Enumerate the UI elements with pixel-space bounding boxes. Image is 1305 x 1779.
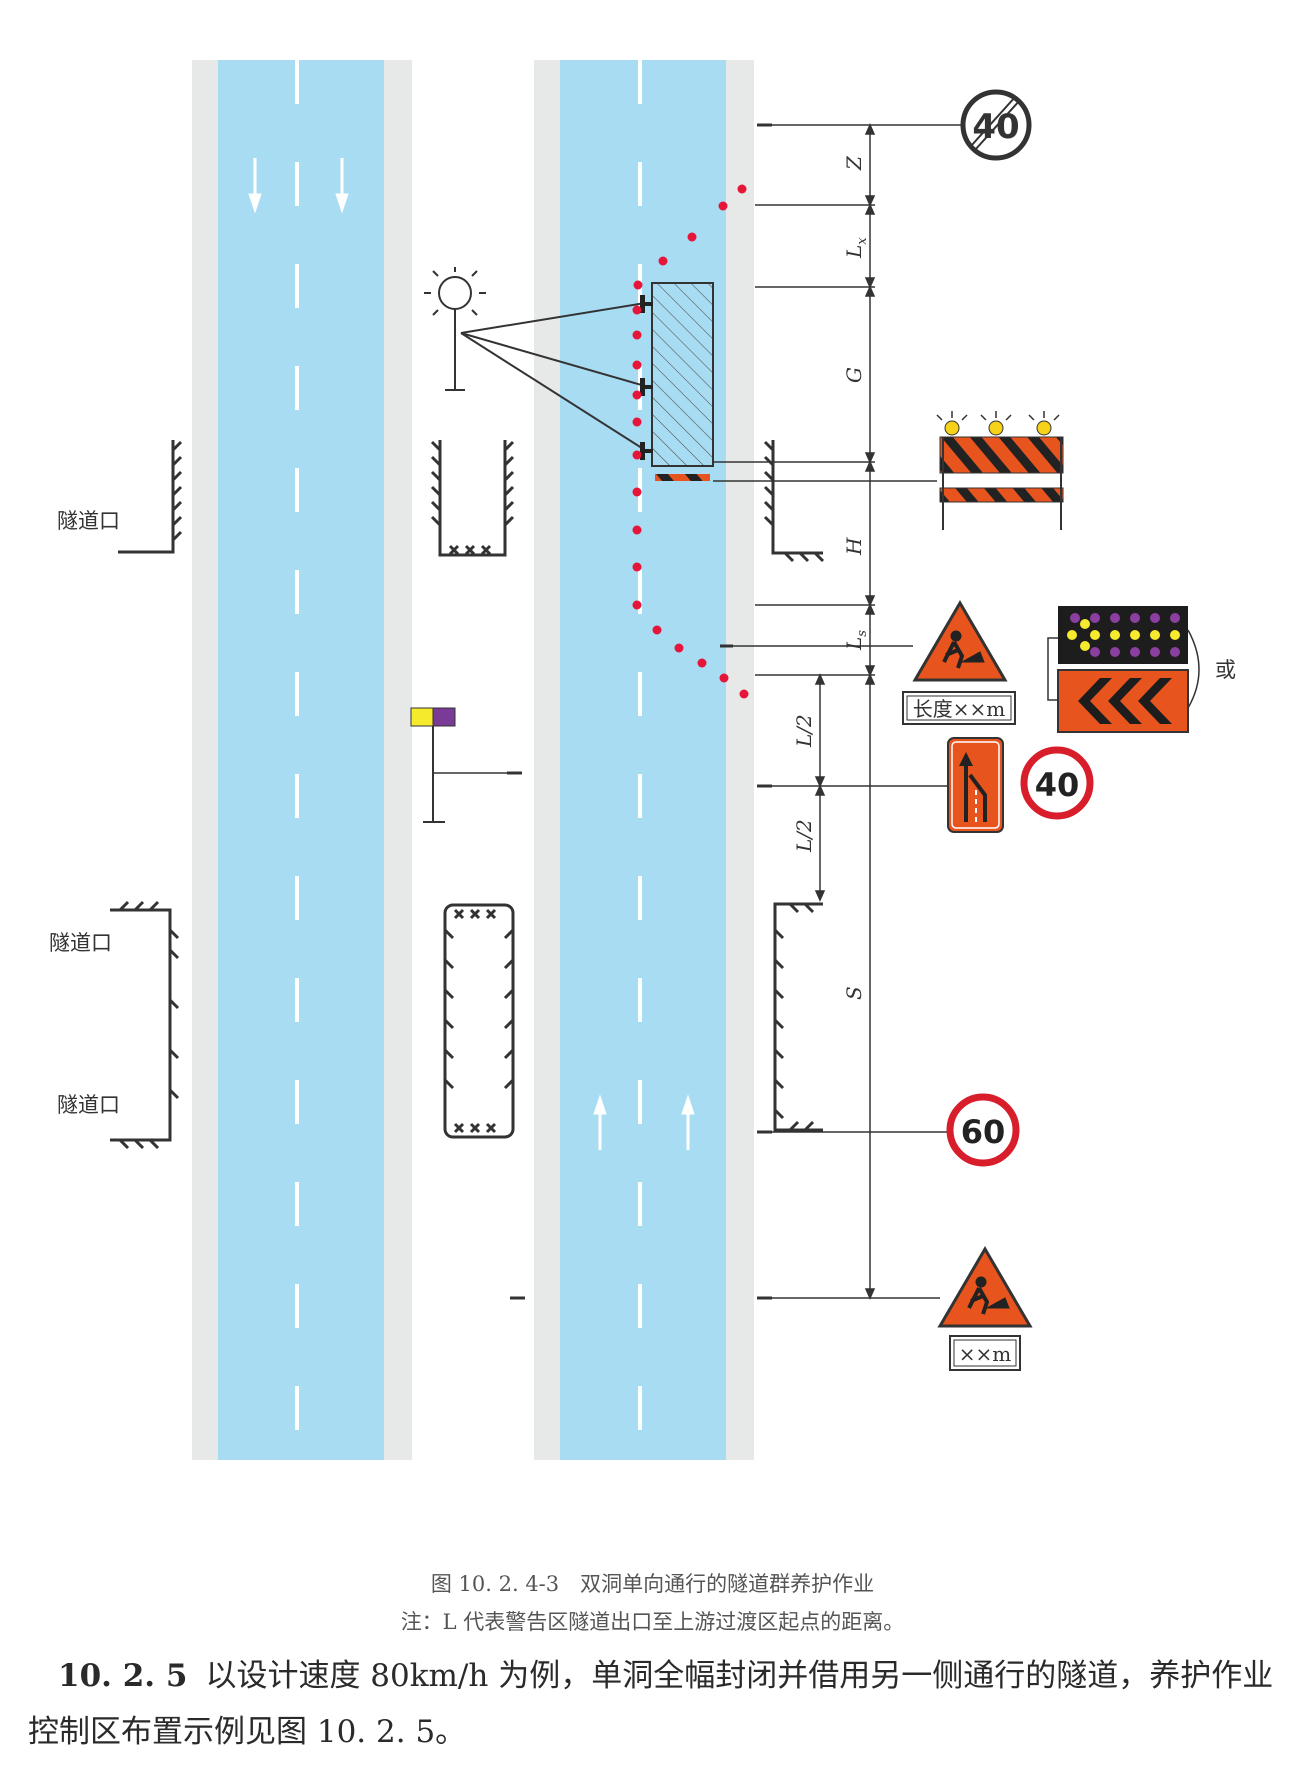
or-label: 或 bbox=[1215, 658, 1236, 682]
dim-lx: Lx bbox=[842, 237, 870, 259]
work-lights bbox=[640, 295, 653, 460]
length-plate-text: 长度××m bbox=[913, 697, 1006, 721]
distance-plate-text: ××m bbox=[959, 1342, 1012, 1366]
work-area bbox=[651, 282, 714, 481]
figure-caption: 图 10. 2. 4-3 双洞单向通行的隧道群养护作业 bbox=[430, 1572, 875, 1596]
portal-label-2: 隧道口 bbox=[49, 931, 112, 955]
portal-right-bottom bbox=[773, 902, 823, 1132]
right-roadway bbox=[534, 60, 754, 1460]
dim-lx-main: L bbox=[842, 245, 866, 259]
barrier-icon bbox=[936, 411, 1064, 530]
dim-g: G bbox=[842, 367, 866, 383]
dim-lx-sub: x bbox=[855, 237, 870, 245]
road-works-sign-advance: ××m bbox=[937, 1246, 1033, 1371]
portal-right-top bbox=[763, 440, 825, 563]
dim-l-half-1: L/2 bbox=[792, 714, 816, 748]
section-number: 10. 2. 5 bbox=[58, 1658, 188, 1694]
speed-limit-40-sign: 40 bbox=[1020, 746, 1094, 820]
warning-light-icon bbox=[936, 411, 1060, 436]
dim-l-half-2: L/2 bbox=[792, 819, 816, 853]
worker-icon bbox=[942, 630, 985, 669]
alternative-bracket bbox=[1047, 637, 1058, 701]
work-zone-diagram: 隧道口 隧道口 隧道口 bbox=[49, 60, 1236, 1460]
traffic-cones bbox=[632, 184, 749, 699]
portal-label-3: 隧道口 bbox=[57, 1093, 120, 1117]
portal-label-1: 隧道口 bbox=[57, 509, 120, 533]
dim-ls-sub: s bbox=[855, 630, 870, 637]
worker-icon-2 bbox=[967, 1276, 1010, 1315]
portal-median-bottom bbox=[443, 903, 515, 1139]
paragraph-text: 以设计速度 80km/h 为例，单洞全幅封闭并借用另一侧通行的隧道，养护作业控制… bbox=[28, 1658, 1274, 1750]
portal-median-top bbox=[430, 440, 515, 557]
speed-limit-end-sign: 40 bbox=[960, 89, 1032, 161]
dimension-chain bbox=[814, 123, 876, 1300]
left-roadway bbox=[192, 60, 412, 1460]
leader-lines bbox=[713, 124, 965, 1299]
road-works-sign: 长度××m bbox=[902, 600, 1016, 725]
down-arrow-icon bbox=[248, 158, 349, 214]
dim-s: S bbox=[842, 986, 866, 1000]
up-arrow-icon bbox=[593, 1094, 695, 1150]
chevron-sign-icon bbox=[1057, 669, 1189, 733]
speed-limit-60-value: 60 bbox=[961, 1113, 1006, 1151]
tunnel-portals bbox=[110, 440, 825, 1150]
lane-merge-sign bbox=[947, 737, 1004, 833]
dim-ls-main: L bbox=[842, 637, 866, 651]
vms-icon bbox=[410, 707, 510, 823]
dim-h: H bbox=[842, 537, 866, 556]
portal-left-top bbox=[118, 440, 183, 554]
light-icon bbox=[424, 267, 646, 451]
speed-limit-60-sign: 60 bbox=[946, 1093, 1020, 1167]
merge-arrow-icon bbox=[964, 762, 987, 822]
figure-note: 注：L 代表警告区隧道出口至上游过渡区起点的距离。 bbox=[400, 1610, 905, 1634]
portal-left-bottom bbox=[110, 900, 180, 1150]
arrow-board-icon bbox=[1058, 606, 1188, 664]
speed-limit-40-value: 40 bbox=[1035, 766, 1080, 804]
dim-ls: Ls bbox=[842, 630, 870, 651]
dim-z: Z bbox=[842, 155, 866, 171]
or-bracket bbox=[1187, 629, 1200, 709]
